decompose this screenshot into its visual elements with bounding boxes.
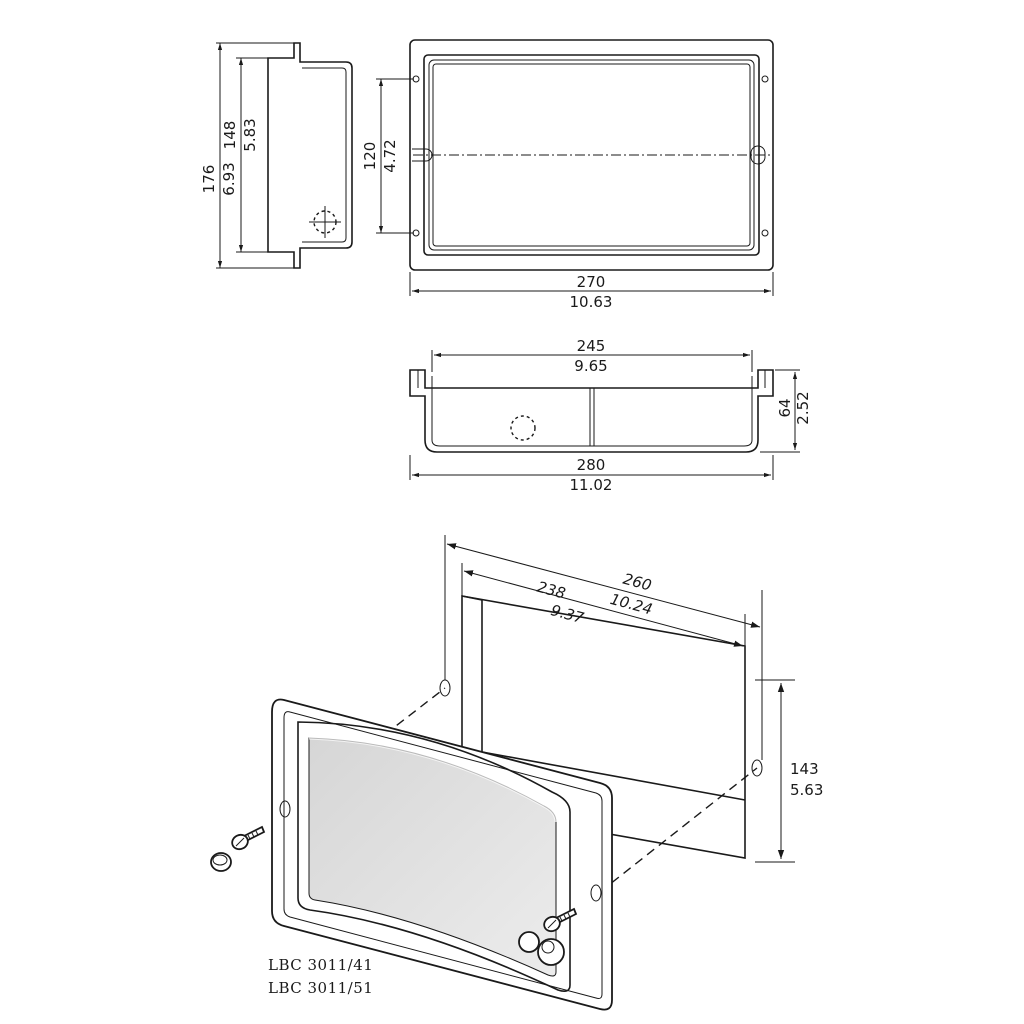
- mount-hole: [761, 229, 769, 237]
- dim-front-width-mm: 270: [577, 273, 606, 291]
- bottom-view-profile: [409, 369, 774, 453]
- dim-side-inner-mm: 148: [221, 121, 239, 150]
- dim-assembly-height-mm: 143: [790, 760, 819, 778]
- dim-front-width-in: 10.63: [570, 293, 613, 311]
- wall-box-edge: [461, 595, 483, 601]
- plate-screw-hole: [590, 884, 602, 902]
- test-button: [518, 931, 540, 953]
- diffuser-frame: [297, 721, 571, 992]
- dim-hole-in: 4.72: [381, 139, 399, 172]
- dim-side-inner-in: 5.83: [241, 118, 259, 151]
- luminaire-plate-inner-edge: [283, 711, 603, 999]
- assembly-view: 260 10.24 238 9.37 143 5.63: [210, 535, 823, 1011]
- side-view-profile: [267, 42, 353, 269]
- bottom-view-inner-wall: [431, 376, 753, 447]
- dim-depth-mm: 64: [776, 398, 794, 417]
- front-view-outer-frame: [409, 39, 774, 271]
- wall-box-hole: [751, 759, 763, 777]
- keyhole-slot-left: [412, 148, 433, 162]
- front-view: 120 4.72 270 10.63: [361, 39, 774, 311]
- model-number-2: LBC 3011/51: [268, 979, 373, 997]
- assembly-guide-line: [599, 767, 758, 893]
- plate-screw-hole: [279, 800, 291, 818]
- lens-highlight: [308, 736, 558, 823]
- indicator-button-highlight: [541, 940, 555, 954]
- cable-knockout-bottom: [510, 415, 536, 441]
- dim-assembly-inner-mm: 238: [535, 578, 567, 603]
- dim-bottom-outer-in: 11.02: [570, 476, 613, 494]
- dim-assembly-outer-mm: 260: [621, 570, 653, 595]
- screw-right: [543, 907, 578, 933]
- dim-line-assembly-inner: [463, 570, 744, 647]
- screw-cap-left: [210, 852, 232, 872]
- dim-depth-in: 2.52: [794, 391, 812, 424]
- dim-assembly-inner-in: 9.37: [549, 601, 586, 627]
- keyhole-slot-right: [750, 145, 766, 165]
- screw-left: [231, 825, 266, 851]
- side-view: 176 6.93 148 5.83: [200, 42, 353, 269]
- dim-assembly-height-in: 5.63: [790, 781, 823, 799]
- dim-bottom-inner-in: 9.65: [574, 357, 607, 375]
- dim-bottom-inner-mm: 245: [577, 337, 606, 355]
- dim-side-outer-mm: 176: [200, 165, 218, 194]
- mount-hole: [761, 75, 769, 83]
- front-view-box-wall: [428, 59, 755, 251]
- dim-side-outer-in: 6.93: [220, 162, 238, 195]
- dim-bottom-outer-mm: 280: [577, 456, 606, 474]
- bottom-view: 245 9.65 280 11.02 64 2.52: [409, 337, 812, 494]
- model-number-1: LBC 3011/41: [268, 956, 373, 974]
- dim-line-assembly-outer: [446, 543, 761, 628]
- dim-hole-mm: 120: [361, 142, 379, 171]
- side-view-inner-wall: [302, 67, 347, 243]
